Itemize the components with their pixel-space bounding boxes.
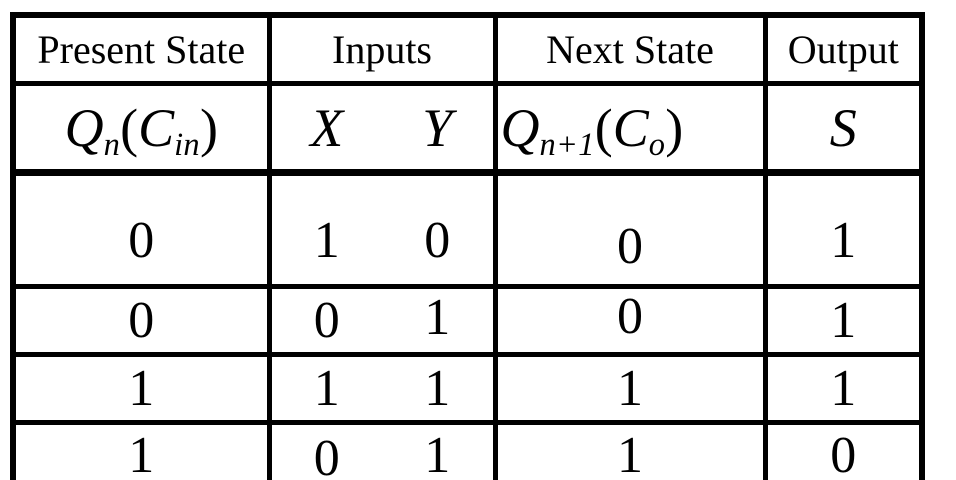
- state-transition-table: Present State Inputs Next State Output Q…: [10, 12, 925, 480]
- xy-symbol-pair: X Y: [272, 101, 493, 155]
- input-y-value: 0: [424, 212, 451, 269]
- cell-output: 1: [762, 170, 925, 289]
- input-y-value: 1: [424, 288, 451, 346]
- cell-next-state: 1: [492, 420, 768, 480]
- next-state-value: 0: [617, 287, 643, 345]
- output-value: 1: [830, 291, 857, 349]
- cell-output: 0: [762, 420, 925, 480]
- cell-present-state: 1: [10, 352, 272, 425]
- next-state-value: 0: [617, 218, 643, 275]
- c-subscript: o: [648, 126, 666, 163]
- table-row: 1 0 1 1 0: [10, 420, 925, 480]
- close-paren: ): [665, 97, 684, 158]
- s-symbol: S: [829, 97, 857, 158]
- cell-inputs: 1 0: [266, 170, 498, 289]
- symbol-header-row: Qn(Cin) X Y Qn+1(Co) S: [10, 81, 925, 176]
- cell-inputs: 0 1: [266, 420, 498, 480]
- y-symbol: Y: [422, 97, 453, 158]
- output-value: 1: [830, 359, 857, 417]
- qn1-co-symbol: Qn+1(Co): [500, 97, 684, 161]
- cell-present-state: 0: [10, 170, 272, 289]
- close-paren: ): [199, 97, 218, 158]
- cell-inputs: 0 1: [266, 284, 498, 357]
- cell-output: 1: [762, 352, 925, 425]
- c-base: C: [138, 97, 175, 158]
- group-header-next-state: Next State: [492, 12, 768, 86]
- qn-cin-symbol: Qn(Cin): [64, 97, 218, 161]
- cell-present-state: 0: [10, 284, 272, 357]
- xy-value-pair: 0 1: [272, 288, 493, 349]
- group-header-present-state: Present State: [10, 12, 272, 86]
- cell-next-state: 0: [492, 284, 768, 357]
- symbol-header-present-state: Qn(Cin): [10, 81, 272, 176]
- xy-value-pair: 0 1: [272, 426, 493, 480]
- c-base: C: [612, 97, 649, 158]
- q-base: Q: [64, 97, 104, 158]
- cell-next-state: 1: [492, 352, 768, 425]
- present-state-value: 0: [128, 212, 155, 269]
- input-x-value: 0: [313, 291, 340, 349]
- xy-value-pair: 1 1: [272, 359, 493, 417]
- table-row: 0 0 1 0 1: [10, 284, 925, 357]
- table-row: 1 1 1 1 1: [10, 352, 925, 425]
- group-header-row: Present State Inputs Next State Output: [10, 12, 925, 86]
- group-header-output: Output: [762, 12, 925, 86]
- symbol-header-next-state: Qn+1(Co): [492, 81, 768, 176]
- cell-inputs: 1 1: [266, 352, 498, 425]
- output-value: 1: [830, 212, 857, 269]
- next-state-value: 1: [617, 359, 643, 417]
- q-base: Q: [500, 97, 540, 158]
- next-state-value: 1: [617, 426, 643, 480]
- table-row: 0 1 0 0 1: [10, 170, 925, 289]
- symbol-header-output: S: [762, 81, 925, 176]
- present-state-value: 1: [128, 426, 155, 480]
- x-symbol: X: [310, 97, 344, 158]
- q-subscript: n: [103, 126, 121, 163]
- output-value: 0: [830, 426, 857, 480]
- open-paren: (: [120, 97, 139, 158]
- cell-present-state: 1: [10, 420, 272, 480]
- group-header-inputs: Inputs: [266, 12, 498, 86]
- input-x-value: 0: [313, 429, 340, 480]
- symbol-header-inputs: X Y: [266, 81, 498, 176]
- cell-output: 1: [762, 284, 925, 357]
- input-x-value: 1: [313, 359, 340, 417]
- input-y-value: 1: [424, 359, 451, 417]
- c-subscript: in: [174, 126, 200, 163]
- present-state-value: 1: [128, 359, 155, 417]
- input-x-value: 1: [313, 212, 340, 269]
- input-y-value: 1: [424, 426, 451, 480]
- xy-value-pair: 1 0: [272, 215, 493, 267]
- cell-next-state: 0: [492, 170, 768, 289]
- present-state-value: 0: [128, 291, 155, 349]
- q-subscript: n+1: [539, 126, 595, 163]
- open-paren: (: [594, 97, 613, 158]
